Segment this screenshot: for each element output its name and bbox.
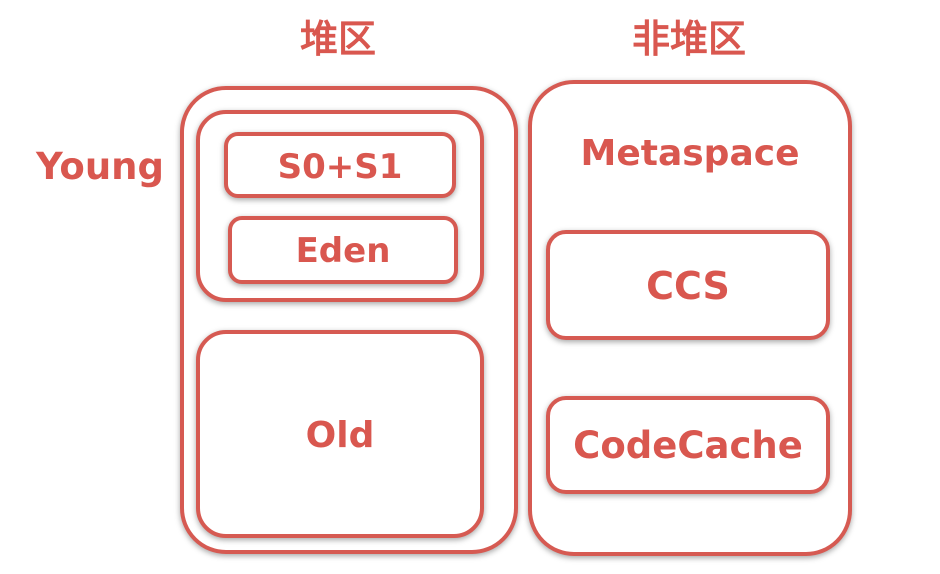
heap-title: 堆区 — [300, 17, 377, 61]
ccs-box: CCS — [546, 230, 830, 340]
survivor-space-box: S0+S1 — [224, 132, 456, 198]
eden-space-box: Eden — [228, 216, 458, 284]
metaspace-label: Metaspace — [580, 133, 800, 174]
codecache-label: CodeCache — [573, 424, 803, 467]
survivor-space-label: S0+S1 — [277, 147, 403, 187]
non-heap-title: 非堆区 — [632, 17, 747, 61]
ccs-label: CCS — [646, 264, 730, 308]
codecache-box: CodeCache — [546, 396, 830, 494]
old-generation-label: Old — [305, 415, 375, 456]
old-generation-box: Old — [196, 330, 484, 538]
eden-space-label: Eden — [295, 231, 391, 271]
young-label: Young — [36, 145, 164, 188]
